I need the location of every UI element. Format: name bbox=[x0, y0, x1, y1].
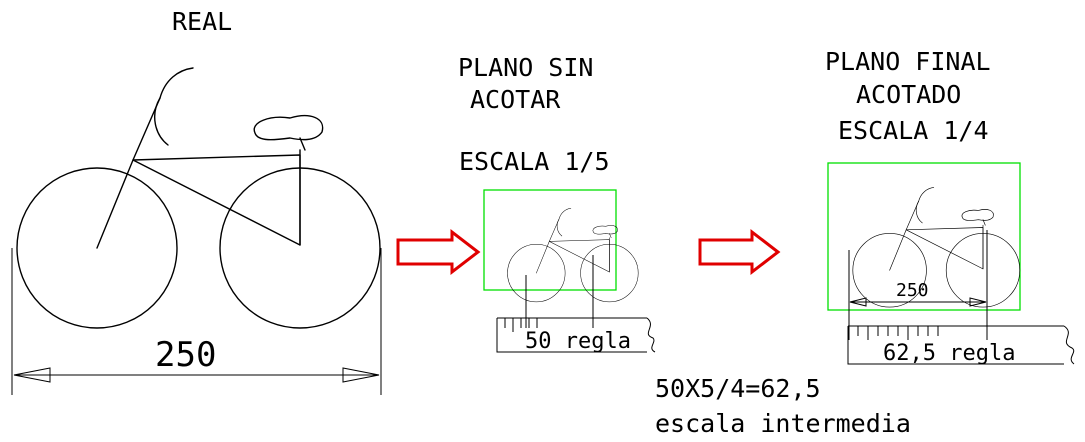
plano-final-section bbox=[827, 162, 1075, 365]
final-arrowhead-right bbox=[969, 297, 987, 307]
plano-sin-ruler-label: 50 regla bbox=[525, 329, 631, 354]
plano-sin-acotar-section bbox=[483, 189, 656, 353]
formula-line1: 50X5/4=62,5 bbox=[655, 374, 821, 403]
ruler-icon bbox=[496, 317, 656, 353]
plano-sin-scale: ESCALA 1/5 bbox=[459, 147, 610, 176]
real-section bbox=[11, 67, 382, 395]
real-arrowhead-left bbox=[13, 367, 51, 383]
plano-final-title-line3: ESCALA 1/4 bbox=[838, 116, 989, 145]
plano-sin-title-line1: PLANO SIN bbox=[458, 53, 593, 82]
real-title: REAL bbox=[172, 7, 232, 36]
formula-line2: escala intermedia bbox=[655, 409, 911, 438]
red-right-arrow-icon bbox=[396, 228, 481, 276]
ruler-icon bbox=[847, 325, 1075, 365]
plano-final-dimension-value: 250 bbox=[896, 280, 929, 301]
plano-final-title-line1: PLANO FINAL bbox=[825, 47, 991, 76]
plano-final-title-line2: ACOTADO bbox=[856, 80, 961, 109]
real-bicycle-drawing bbox=[16, 67, 381, 329]
scale-frame bbox=[483, 189, 617, 291]
plano-final-ruler-label: 62,5 regla bbox=[883, 341, 1015, 366]
final-arrowhead-left bbox=[849, 297, 867, 307]
final-bicycle-drawing bbox=[852, 187, 1021, 308]
real-dimension-value: 250 bbox=[155, 335, 216, 375]
scale-frame bbox=[827, 162, 1021, 311]
real-arrowhead-right bbox=[342, 367, 380, 383]
red-right-arrow-icon bbox=[698, 228, 781, 276]
plano-sin-title-line2: ACOTAR bbox=[470, 85, 561, 114]
small-bicycle-drawing bbox=[507, 208, 639, 303]
